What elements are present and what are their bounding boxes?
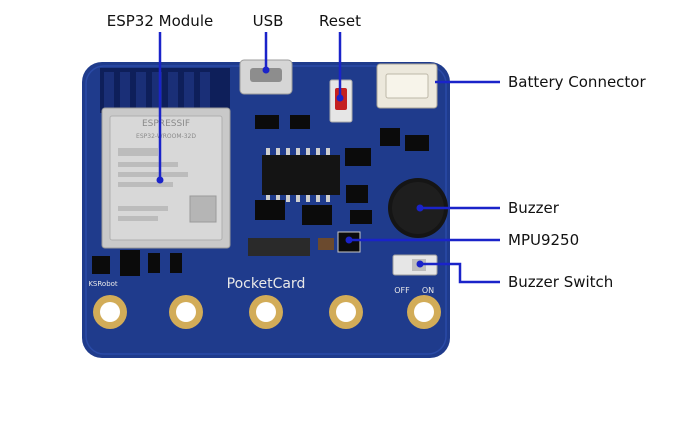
label-mpu9250: MPU9250 (508, 231, 579, 249)
label-reset: Reset (319, 12, 361, 30)
module-brand-text: ESPRESSIF (142, 119, 190, 129)
label-esp32-module: ESP32 Module (107, 12, 213, 30)
module-model-text: ESP32-WROOM-32D (136, 133, 196, 140)
label-buzzer: Buzzer (508, 199, 560, 217)
switch-on-label: ON (422, 286, 434, 295)
smd-components (92, 115, 429, 276)
callout-dots (156, 66, 424, 268)
esp32-module: ESPRESSIF ESP32-WROOM-32D (100, 68, 231, 249)
edge-pads (93, 295, 441, 329)
battery-connector (376, 63, 438, 109)
board-name-text: PocketCard (227, 276, 306, 292)
label-usb: USB (253, 12, 284, 30)
switch-off-label: OFF (394, 286, 410, 295)
usb-connector (239, 59, 293, 95)
label-buzzer-switch: Buzzer Switch (508, 273, 613, 291)
board-brand-text: KSRobot (88, 280, 118, 288)
callout-buzzer-switch (420, 262, 500, 284)
main-ic (262, 148, 340, 202)
label-battery-connector: Battery Connector (508, 73, 646, 91)
callout-lines (158, 32, 500, 284)
